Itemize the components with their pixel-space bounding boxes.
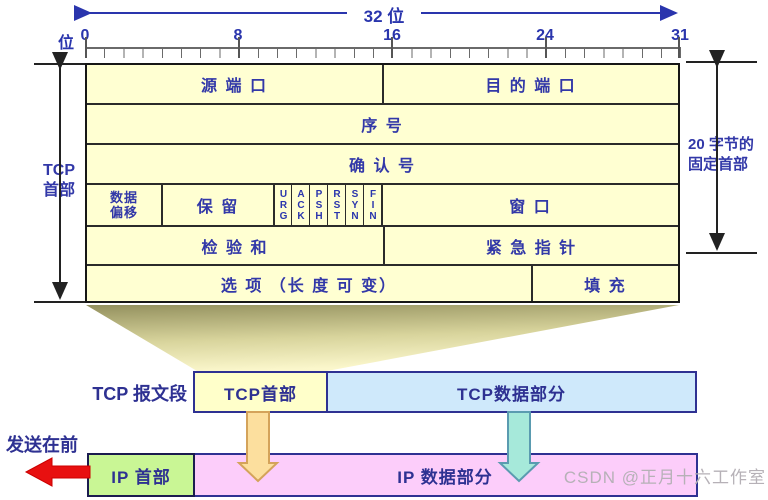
fixed-header-bracket-label: 20 字节的 固定首部 — [688, 135, 768, 175]
row-options: 选 项 （长 度 可 变） 填 充 — [87, 266, 678, 301]
flag-rst: RST — [327, 185, 345, 225]
tcp-header-bracket-line1: TCP — [43, 162, 75, 179]
field-ack: 确 认 号 — [349, 158, 416, 175]
bit-mark-16: 16 — [383, 27, 401, 44]
major-tick-8 — [238, 37, 240, 58]
flag-psh: PSH — [309, 185, 327, 225]
row-ports: 源 端 口 目 的 端 口 — [87, 65, 678, 105]
bit-ruler-line — [85, 47, 681, 49]
field-dest-port: 目 的 端 口 — [382, 65, 678, 103]
row-checksum: 检 验 和 紧 急 指 针 — [87, 227, 678, 266]
field-data-offset: 数据 偏移 — [87, 185, 161, 225]
field-seq: 序 号 — [361, 118, 404, 135]
major-tick-0 — [85, 37, 87, 58]
flag-urg: URG — [273, 185, 291, 225]
bit-mark-24: 24 — [536, 27, 554, 44]
flag-fin: FIN — [363, 185, 381, 225]
row-seq: 序 号 — [87, 105, 678, 145]
field-checksum: 检 验 和 — [201, 239, 269, 257]
major-tick-24 — [545, 37, 547, 58]
field-window: 窗 口 — [381, 185, 678, 225]
bit-unit-label: 位 — [58, 35, 75, 52]
bit-mark-8: 8 — [233, 27, 243, 44]
field-source-port: 源 端 口 — [201, 78, 268, 95]
row-ack: 确 认 号 — [87, 145, 678, 185]
tcp-header-bracket-line2: 首部 — [42, 182, 75, 199]
field-reserved: 保 留 — [161, 185, 273, 225]
field-padding: 填 充 — [531, 266, 678, 301]
bit-mark-0: 0 — [80, 27, 90, 44]
tcp-segment-bar: TCP首部 TCP数据部分 — [193, 371, 697, 413]
data-offset-line2: 偏移 — [109, 205, 138, 220]
ip-header-cell: IP 首部 — [87, 453, 195, 497]
field-urgent-pointer: 紧 急 指 针 — [383, 227, 678, 264]
bit-mark-31: 31 — [671, 27, 689, 44]
tcp-segment-data-cell: TCP数据部分 — [328, 373, 695, 411]
fixed-header-line2: 固定首部 — [688, 156, 749, 173]
width-32bit-label: 32 位 — [347, 2, 421, 27]
bit-ruler-minor-ticks — [85, 49, 681, 58]
tcp-header-bracket-label: TCP 首部 — [34, 161, 84, 201]
funnel-shape — [86, 305, 679, 371]
tcp-segment-header-cell: TCP首部 — [195, 373, 328, 411]
row-flags: 数据 偏移 保 留 URG ACK PSH RST SYN FIN 窗 口 — [87, 185, 678, 227]
field-options: 选 项 （长 度 可 变） — [220, 277, 398, 295]
flag-syn: SYN — [345, 185, 363, 225]
tcp-segment-label: TCP 报文段 — [92, 384, 187, 404]
fixed-header-line1: 20 字节的 — [688, 136, 754, 153]
major-tick-31 — [678, 37, 680, 58]
data-offset-line1: 数据 — [109, 190, 138, 205]
flag-ack: ACK — [291, 185, 309, 225]
major-tick-16 — [391, 37, 393, 58]
send-first-label: 发送在前 — [6, 435, 78, 455]
watermark: CSDN @正月十六工作室 — [563, 468, 766, 487]
send-direction-arrow — [24, 457, 91, 487]
tcp-header-table: 源 端 口 目 的 端 口 序 号 确 认 号 数据 偏移 保 留 URG AC… — [85, 63, 680, 303]
